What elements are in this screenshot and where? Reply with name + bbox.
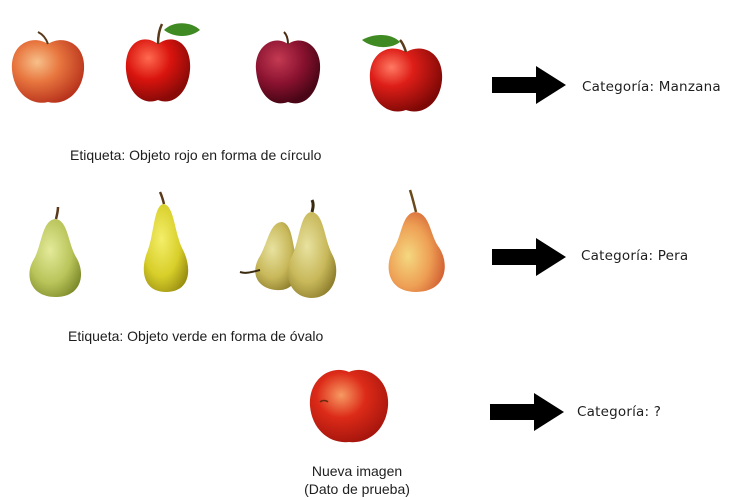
apple-red-yellow-image	[11, 31, 85, 103]
pear-pair-image	[239, 199, 337, 298]
new-apple-image	[309, 369, 389, 443]
new-image-subtitle: (Dato de prueba)	[304, 481, 410, 497]
row2-label: Etiqueta: Objeto verde en forma de óvalo	[68, 328, 324, 344]
row2-category: Categoría: Pera	[581, 248, 689, 264]
apple-red-leaf-2-image	[362, 35, 443, 112]
test-arrow-icon	[490, 393, 564, 431]
new-image-label: Nueva imagen (Dato de prueba)	[282, 462, 432, 498]
pear-green-image	[29, 206, 82, 297]
new-image-title: Nueva imagen	[311, 463, 403, 479]
apple-dark-red-image	[255, 31, 321, 104]
row1-label: Etiqueta: Objeto rojo en forma de círcul…	[70, 147, 322, 163]
test-category: Categoría: ?	[577, 404, 662, 420]
apple-red-leaf-image	[125, 23, 200, 102]
row2-arrow-icon	[492, 238, 566, 276]
pear-red-yellow-image	[388, 189, 445, 292]
row1-category: Categoría: Manzana	[582, 79, 721, 95]
row1-arrow-icon	[492, 66, 566, 104]
pear-yellow-image	[143, 191, 189, 292]
